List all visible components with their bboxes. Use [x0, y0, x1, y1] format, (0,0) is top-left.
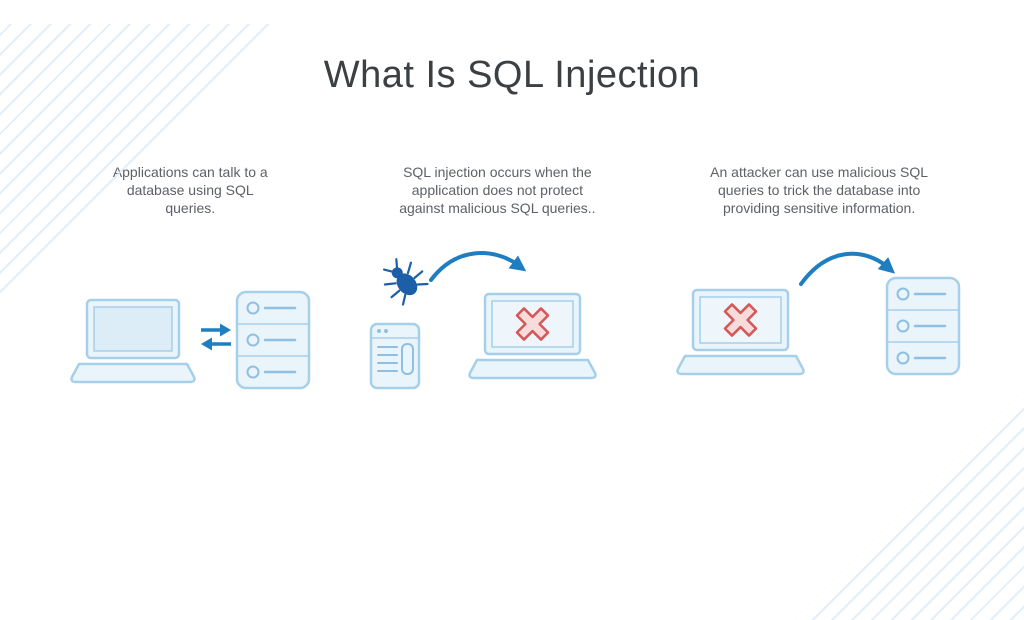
data-theft-illustration	[676, 251, 961, 375]
panel-sql-injection: SQL injection occurs when the applicatio…	[337, 163, 659, 392]
database-icon	[885, 276, 961, 375]
curved-arrow-icon	[429, 250, 527, 282]
injection-attack-illustration	[370, 250, 598, 389]
panel-2-art	[357, 234, 637, 392]
panel-2-caption: SQL injection occurs when the applicatio…	[399, 164, 596, 217]
panel-3-art	[669, 234, 969, 392]
browser-window-icon	[370, 322, 421, 389]
curved-arrow-icon	[799, 251, 896, 286]
laptop-icon	[70, 298, 196, 383]
panels-row: Applications can talk to a database usin…	[0, 163, 1024, 392]
page-title: What Is SQL Injection	[323, 54, 701, 96]
database-icon	[236, 290, 311, 389]
exchange-arrows-icon	[201, 323, 232, 351]
panel-1-caption: Applications can talk to a database usin…	[112, 164, 268, 217]
laptop-error-icon	[676, 288, 805, 375]
laptop-error-icon	[468, 292, 598, 379]
panel-sql-queries: Applications can talk to a database usin…	[44, 163, 337, 392]
panel-1-art	[67, 234, 313, 392]
error-x-icon	[723, 302, 758, 337]
laptop-database-illustration	[70, 290, 311, 389]
decorative-stripes-bottom-right	[794, 360, 1024, 620]
panel-attacker-database: An attacker can use malicious SQL querie…	[658, 163, 980, 392]
bug-icon	[383, 257, 430, 306]
error-x-icon	[516, 306, 550, 341]
panel-3-caption: An attacker can use malicious SQL querie…	[710, 164, 929, 217]
